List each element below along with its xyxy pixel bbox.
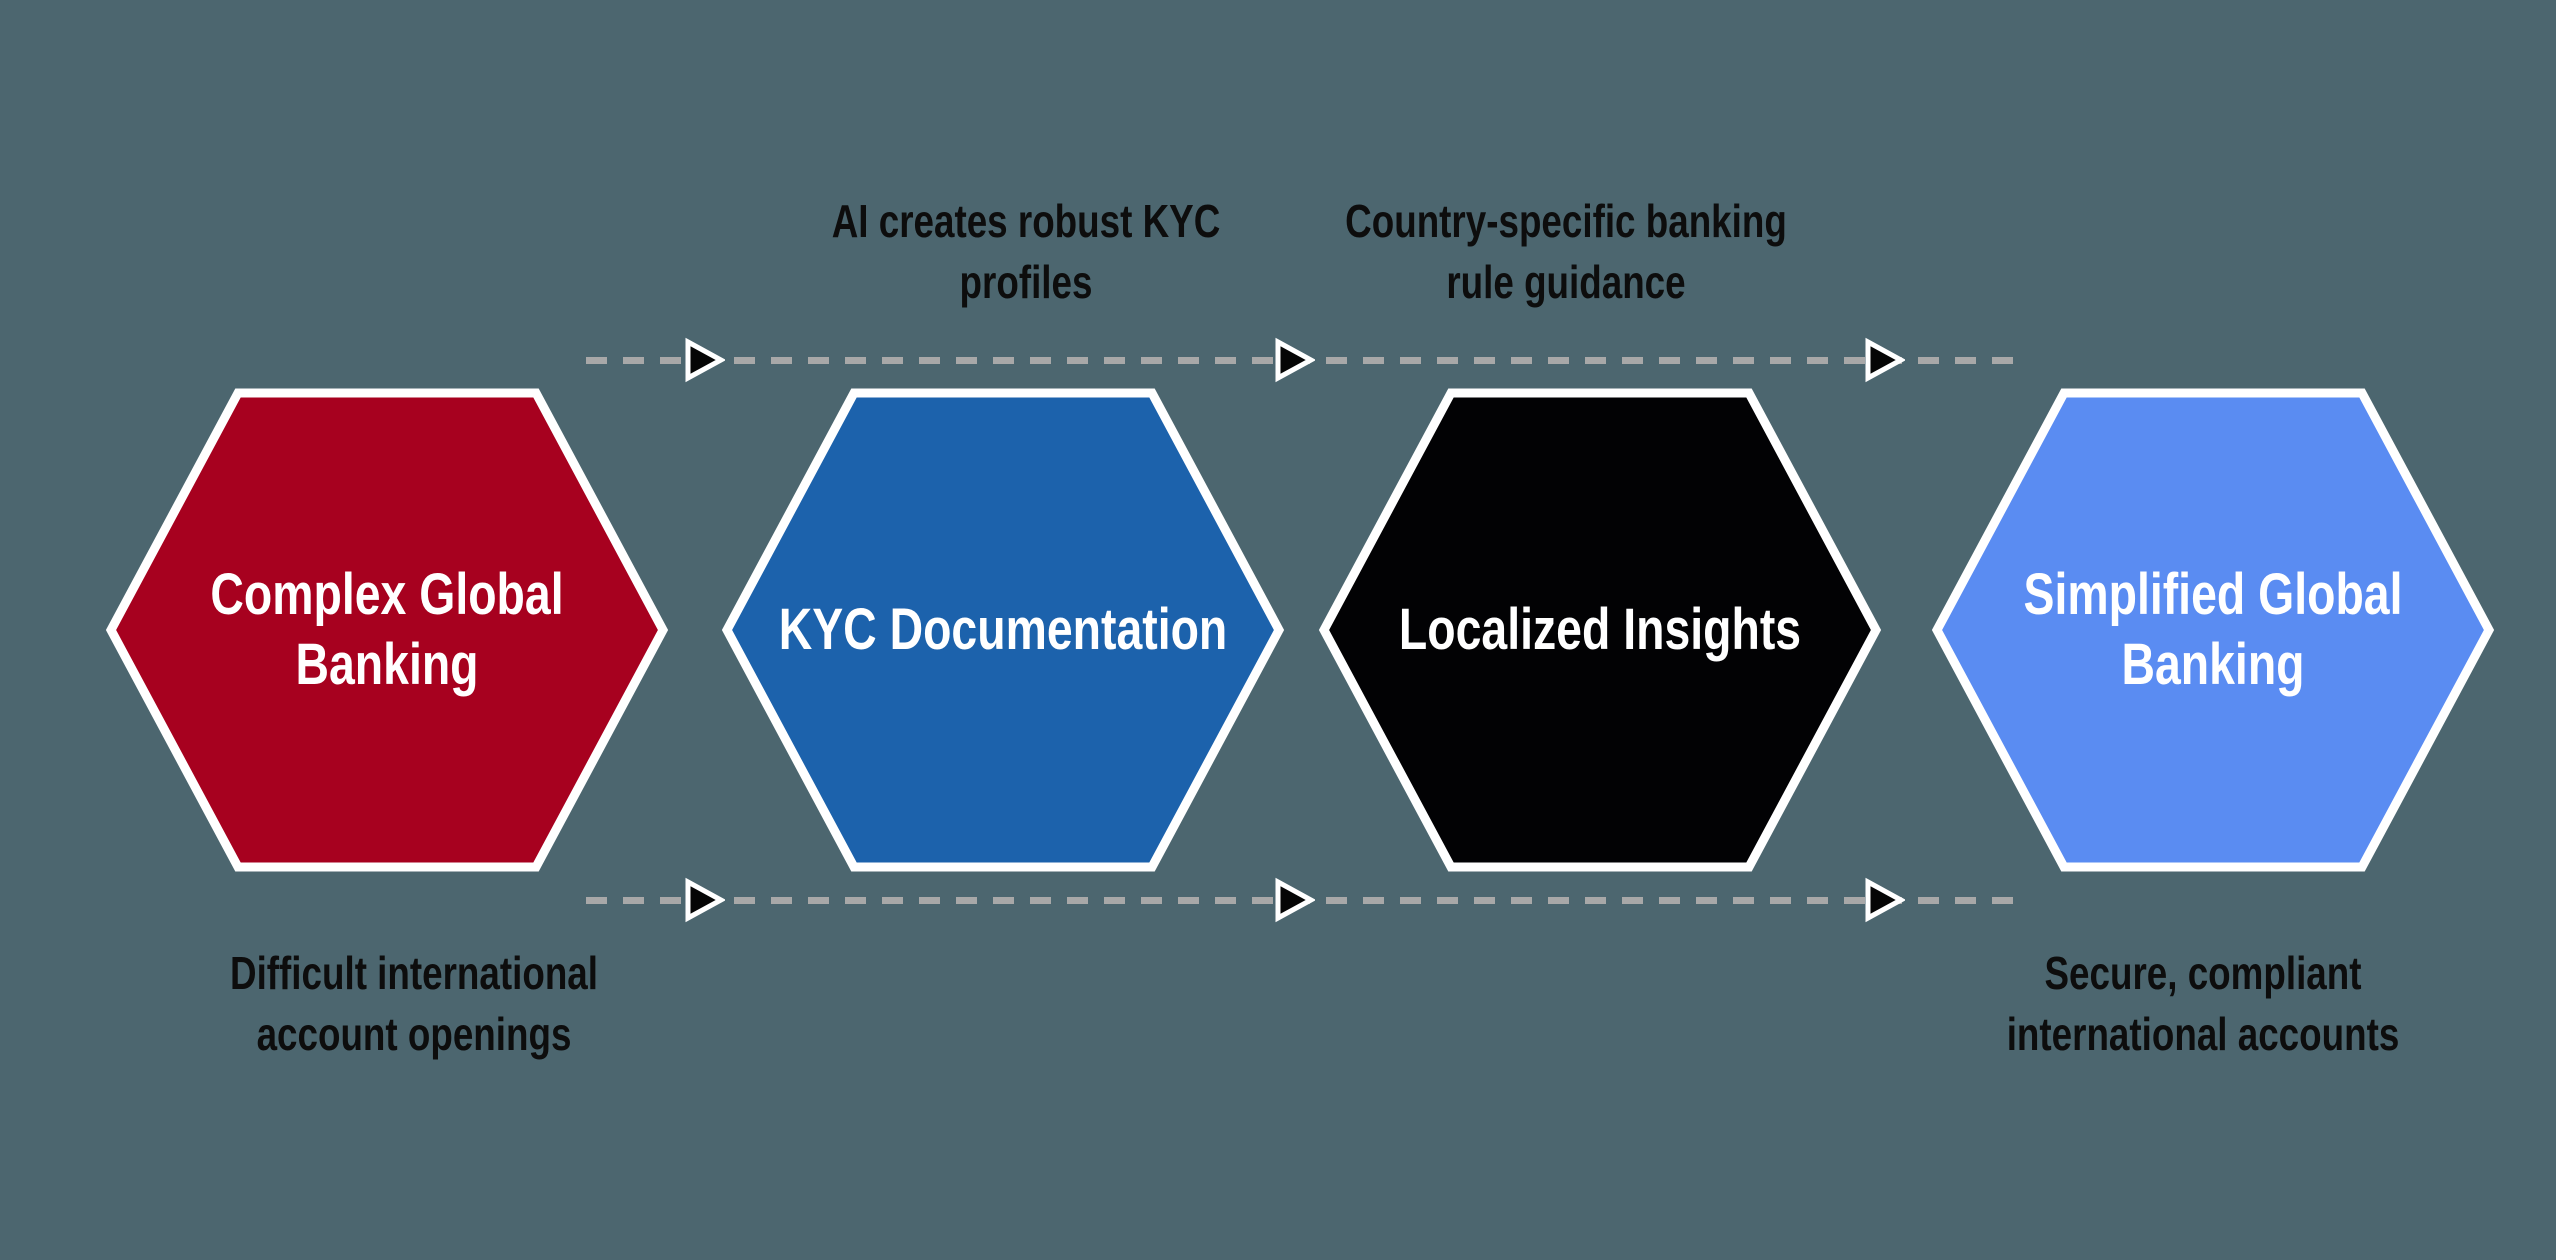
arrow-right-icon-shape bbox=[685, 337, 725, 383]
node-label-line: Simplified Global bbox=[2023, 562, 2403, 627]
node-label: Localized Insights bbox=[1399, 393, 1801, 867]
arrow-right-icon-shape bbox=[685, 877, 725, 923]
node-label: Simplified Global Banking bbox=[2024, 393, 2403, 867]
annotation-difficult-openings: Difficult international account openings bbox=[174, 943, 654, 1065]
node-kyc-documentation: KYC Documentation bbox=[721, 388, 1285, 872]
annotation-line: international accounts bbox=[2006, 1008, 2400, 1060]
hexagon-outline bbox=[1931, 388, 2495, 872]
hexagon-shape bbox=[721, 388, 1285, 872]
arrow-right-icon-shape bbox=[1275, 337, 1315, 383]
node-complex-global-banking: Complex Global Banking bbox=[105, 388, 669, 872]
arrow-right-icon bbox=[1275, 877, 1315, 923]
arrow-right-icon bbox=[685, 337, 725, 383]
arrow-right-icon bbox=[1275, 337, 1315, 383]
annotation-line: Country-specific banking bbox=[1345, 195, 1787, 247]
annotation-line: AI creates robust KYC bbox=[831, 195, 1221, 247]
annotation-line: account openings bbox=[256, 1008, 572, 1060]
node-localized-insights: Localized Insights bbox=[1318, 388, 1882, 872]
hexagon-shape bbox=[1318, 388, 1882, 872]
hexagon-outline bbox=[1318, 388, 1882, 872]
node-label: Complex Global Banking bbox=[210, 393, 564, 867]
hexagon-outline bbox=[105, 388, 669, 872]
annotation-line: rule guidance bbox=[1446, 256, 1686, 308]
annotation-line: Difficult international bbox=[230, 947, 598, 999]
node-simplified-global-banking: Simplified Global Banking bbox=[1931, 388, 2495, 872]
arrow-right-icon bbox=[1865, 877, 1905, 923]
annotation-country-rule-guidance: Country-specific banking rule guidance bbox=[1326, 191, 1806, 313]
hexagon-shape bbox=[105, 388, 669, 872]
hexagon-shape bbox=[1931, 388, 2495, 872]
annotation-line: Secure, compliant bbox=[2044, 947, 2362, 999]
arrow-right-icon-shape bbox=[1865, 877, 1905, 923]
node-label-line: Localized Insights bbox=[1398, 597, 1802, 662]
arrow-right-icon-shape bbox=[1865, 337, 1905, 383]
arrow-right-icon-shape bbox=[1275, 877, 1315, 923]
hexagon-outline bbox=[721, 388, 1285, 872]
node-label-line: Complex Global bbox=[210, 562, 564, 627]
node-label-line: Banking bbox=[2121, 632, 2305, 697]
node-label: KYC Documentation bbox=[779, 393, 1228, 867]
annotation-line: profiles bbox=[959, 256, 1093, 308]
node-label-line: Banking bbox=[295, 632, 479, 697]
node-label-line: KYC Documentation bbox=[778, 597, 1228, 662]
annotation-ai-kyc-profiles: AI creates robust KYC profiles bbox=[786, 191, 1266, 313]
annotation-secure-accounts: Secure, compliant international accounts bbox=[1963, 943, 2443, 1065]
arrow-right-icon bbox=[1865, 337, 1905, 383]
arrow-right-icon bbox=[685, 877, 725, 923]
